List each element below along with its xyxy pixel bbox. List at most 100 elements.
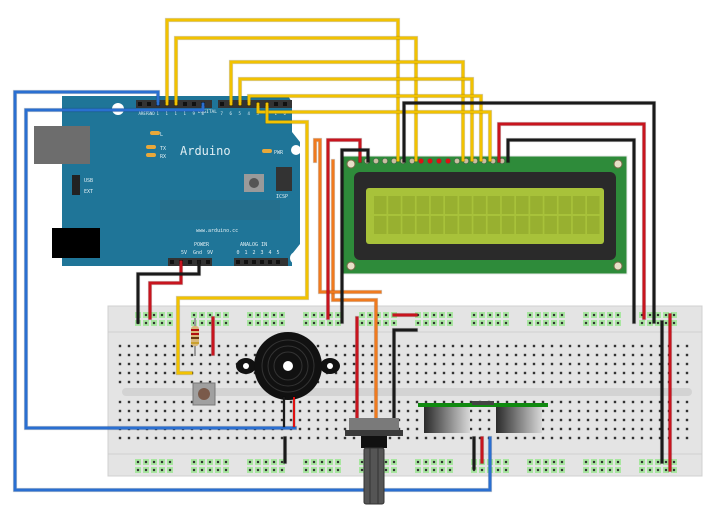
breadboard-hole: [217, 344, 221, 348]
digital-pin-label: GND: [148, 111, 156, 116]
rail-hole: [392, 460, 396, 464]
breadboard-hole: [433, 371, 437, 375]
breadboard-hole: [199, 353, 203, 357]
breadboard-hole: [604, 371, 608, 375]
rail-hole: [336, 321, 340, 325]
breadboard-hole: [343, 436, 347, 440]
breadboard-hole: [586, 344, 590, 348]
analog-pin-label: 2: [253, 250, 256, 256]
breadboard-hole: [685, 409, 689, 413]
rail-hole: [640, 321, 644, 325]
breadboard-hole: [568, 353, 572, 357]
breadboard-hole: [262, 409, 266, 413]
breadboard-hole: [379, 409, 383, 413]
breadboard-hole: [577, 353, 581, 357]
rail-hole: [144, 468, 148, 472]
breadboard-hole: [559, 409, 563, 413]
lcd-pin-2: [373, 158, 379, 164]
rail-hole: [616, 321, 620, 325]
push-button[interactable]: [192, 382, 216, 406]
power-header-pin: [188, 260, 192, 264]
lcd-pin-11: [454, 158, 460, 164]
header-pin-aref: [138, 102, 142, 106]
rail-hole: [192, 460, 196, 464]
breadboard-hole: [604, 409, 608, 413]
rail-hole: [200, 313, 204, 317]
rail-hole: [360, 468, 364, 472]
lcd-cell: [388, 216, 401, 234]
breadboard-hole: [379, 380, 383, 384]
breadboard-hole: [361, 362, 365, 366]
breadboard-hole: [235, 436, 239, 440]
breadboard-hole: [442, 380, 446, 384]
analog-in-label: ANALOG IN: [240, 242, 267, 248]
icsp-header: [276, 167, 292, 191]
breadboard-hole: [595, 371, 599, 375]
breadboard-hole: [622, 418, 626, 422]
breadboard-hole: [631, 380, 635, 384]
breadboard-hole: [622, 409, 626, 413]
breadboard-hole: [523, 344, 527, 348]
pwr-label: PWR: [274, 150, 284, 156]
breadboard-hole: [325, 436, 329, 440]
breadboard-hole: [325, 418, 329, 422]
lcd-pins: [364, 158, 505, 164]
rail-hole: [648, 321, 652, 325]
breadboard-hole: [577, 362, 581, 366]
wire-d3-lcd-d6: [247, 94, 483, 162]
url-text: www.arduino.cc: [196, 228, 238, 234]
breadboard-hole: [289, 400, 293, 404]
lcd-cell: [374, 196, 387, 214]
rail-hole: [448, 321, 452, 325]
digital-pin-label: 4: [248, 111, 251, 116]
breadboard-hole: [397, 400, 401, 404]
power-jack: [52, 228, 100, 258]
breadboard-hole: [163, 344, 167, 348]
breadboard-hole: [325, 400, 329, 404]
breadboard-hole: [676, 371, 680, 375]
breadboard-hole: [451, 380, 455, 384]
breadboard-hole: [604, 400, 608, 404]
breadboard-hole: [478, 409, 482, 413]
breadboard-hole: [235, 400, 239, 404]
breadboard-hole: [478, 371, 482, 375]
breadboard-hole: [262, 436, 266, 440]
breadboard-hole: [559, 371, 563, 375]
mounting-hole: [291, 145, 301, 155]
breadboard-hole: [541, 380, 545, 384]
breadboard-hole: [397, 409, 401, 413]
wire-gnd-rail: [136, 260, 201, 324]
breadboard-hole: [550, 418, 554, 422]
breadboard-hole: [163, 380, 167, 384]
rail-hole: [584, 313, 588, 317]
digital-header-low: [218, 100, 292, 108]
lcd-pin-8: [427, 158, 433, 164]
rail-hole: [328, 460, 332, 464]
potentiometer[interactable]: [345, 418, 403, 505]
led-tx-icon: [146, 145, 156, 149]
breadboard-hole: [190, 344, 194, 348]
rail-hole: [392, 321, 396, 325]
analog-pin-label: 5: [277, 250, 280, 256]
header-pin-gnd: [147, 102, 151, 106]
breadboard-hole: [568, 400, 572, 404]
lcd-cell: [416, 216, 430, 234]
breadboard-hole: [226, 400, 230, 404]
rail-hole: [600, 321, 604, 325]
breadboard-hole: [406, 353, 410, 357]
rail-hole: [672, 460, 676, 464]
breadboard-hole: [658, 353, 662, 357]
breadboard-hole: [415, 418, 419, 422]
rail-hole: [544, 468, 548, 472]
analog-header-pin: [276, 260, 280, 264]
breadboard-hole: [559, 362, 563, 366]
breadboard-hole: [622, 400, 626, 404]
breadboard-hole: [622, 371, 626, 375]
rail-hole: [152, 468, 156, 472]
breadboard-hole: [685, 427, 689, 431]
breadboard-hole: [226, 362, 230, 366]
breadboard-hole: [631, 418, 635, 422]
rail-hole: [584, 460, 588, 464]
rail-hole: [208, 313, 212, 317]
breadboard-hole: [244, 409, 248, 413]
